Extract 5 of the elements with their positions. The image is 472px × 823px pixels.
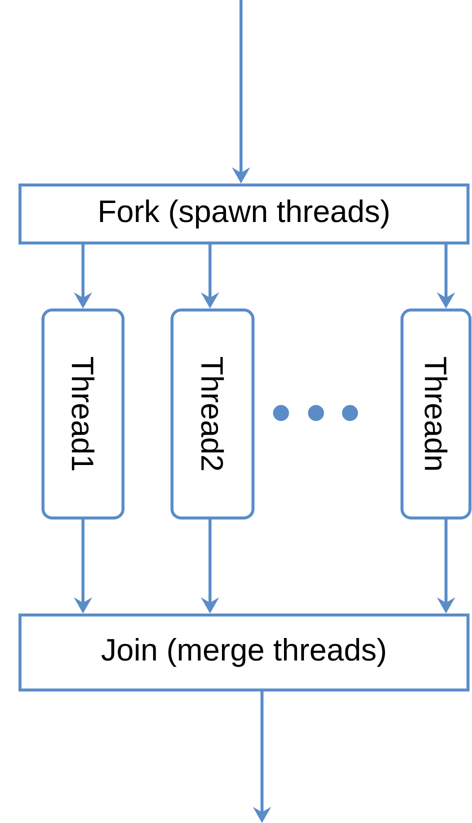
process-box: Join (merge threads) (18, 614, 470, 692)
process-box: Fork (spawn threads) (18, 184, 470, 244)
thread-box: Thread1 (42, 308, 124, 520)
thread-box: Thread2 (170, 308, 254, 520)
thread-box: Threadn (400, 308, 472, 520)
